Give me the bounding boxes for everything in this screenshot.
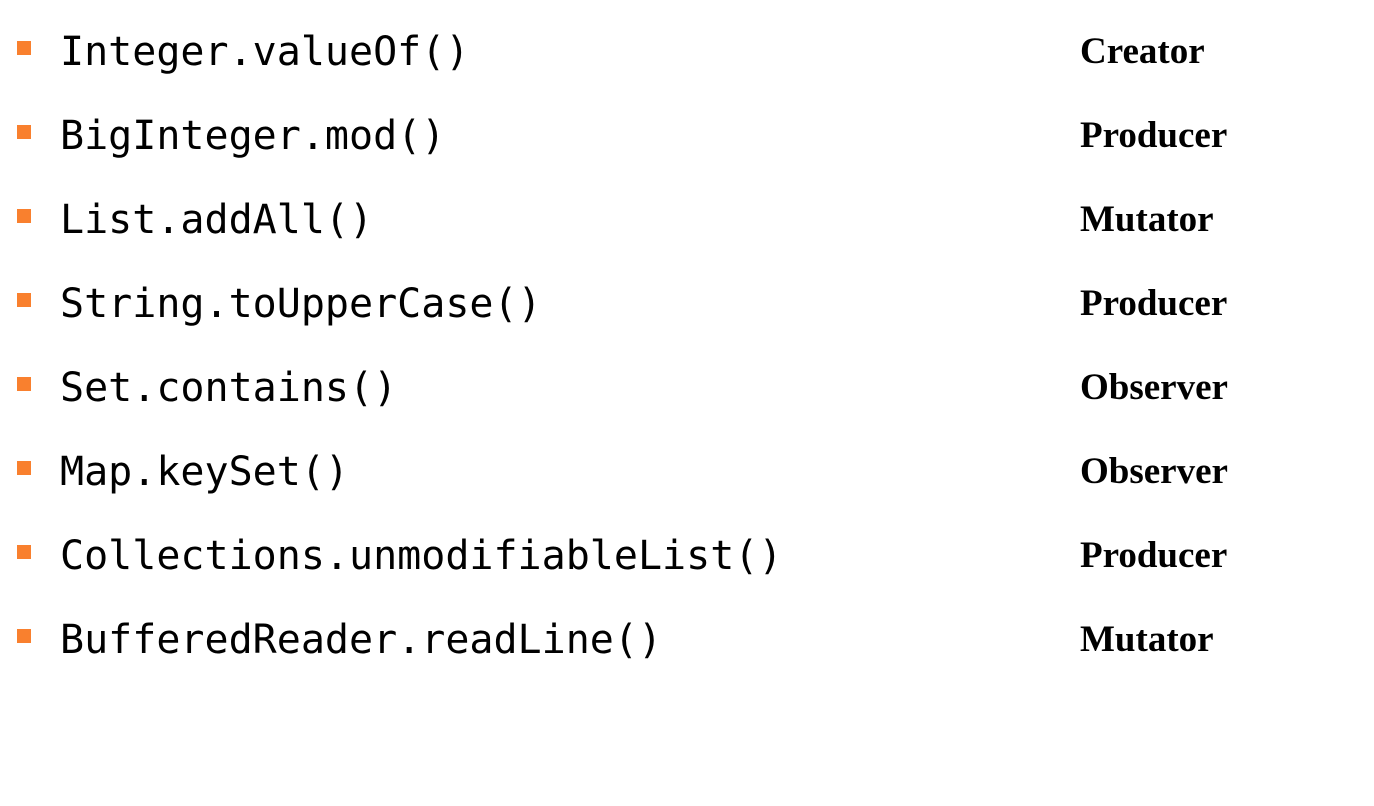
orange-square-bullet-icon — [17, 125, 31, 139]
list-item[interactable]: String.toUpperCase() Producer — [0, 262, 1374, 346]
orange-square-bullet-icon — [17, 461, 31, 475]
orange-square-bullet-icon — [17, 545, 31, 559]
orange-square-bullet-icon — [17, 293, 31, 307]
list-item[interactable]: BigInteger.mod() Producer — [0, 94, 1374, 178]
method-name: List.addAll() — [60, 197, 374, 243]
orange-square-bullet-icon — [17, 377, 31, 391]
category-label: Observer — [1080, 451, 1228, 492]
method-name: String.toUpperCase() — [60, 281, 542, 327]
empty-slide-footer — [0, 682, 1374, 806]
list-item[interactable]: Map.keySet() Observer — [0, 430, 1374, 514]
category-label: Mutator — [1080, 199, 1214, 240]
method-classification-list: Integer.valueOf() Creator BigInteger.mod… — [0, 10, 1374, 682]
orange-square-bullet-icon — [17, 629, 31, 643]
category-label: Observer — [1080, 367, 1228, 408]
category-label: Creator — [1080, 31, 1205, 72]
category-label: Producer — [1080, 535, 1228, 576]
method-name: Collections.unmodifiableList() — [60, 533, 783, 579]
method-name: Integer.valueOf() — [60, 29, 470, 75]
method-name: Map.keySet() — [60, 449, 349, 495]
method-name: BigInteger.mod() — [60, 113, 446, 159]
list-item[interactable]: Collections.unmodifiableList() Producer — [0, 514, 1374, 598]
orange-square-bullet-icon — [17, 41, 31, 55]
list-item[interactable]: BufferedReader.readLine() Mutator — [0, 598, 1374, 682]
method-name: Set.contains() — [60, 365, 398, 411]
list-item[interactable]: Integer.valueOf() Creator — [0, 10, 1374, 94]
category-label: Producer — [1080, 283, 1228, 324]
orange-square-bullet-icon — [17, 209, 31, 223]
list-item[interactable]: List.addAll() Mutator — [0, 178, 1374, 262]
list-item[interactable]: Set.contains() Observer — [0, 346, 1374, 430]
category-label: Producer — [1080, 115, 1228, 156]
category-label: Mutator — [1080, 619, 1214, 660]
content-area: Integer.valueOf() Creator BigInteger.mod… — [0, 10, 1374, 682]
method-name: BufferedReader.readLine() — [60, 617, 663, 663]
